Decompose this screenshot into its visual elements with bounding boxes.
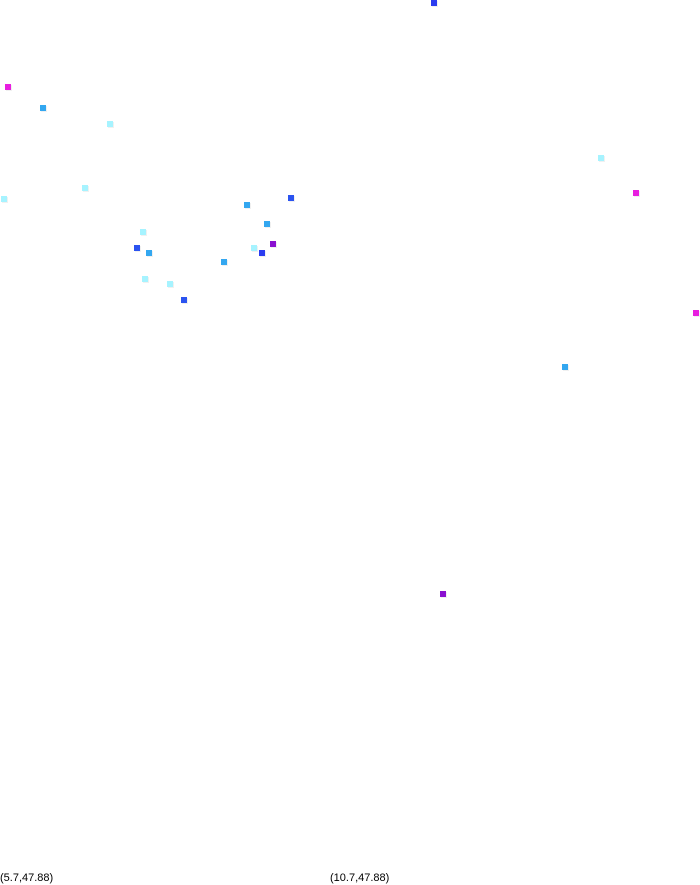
map-marker[interactable] <box>288 195 294 201</box>
map-marker[interactable] <box>40 105 46 111</box>
map-marker[interactable] <box>440 591 446 597</box>
map-marker[interactable] <box>140 229 146 235</box>
map-marker[interactable] <box>181 297 187 303</box>
map-marker[interactable] <box>142 276 148 282</box>
map-marker[interactable] <box>244 202 250 208</box>
map-marker[interactable] <box>146 250 152 256</box>
bottom-right-coordinate-label: (10.7,47.88) <box>330 872 390 884</box>
map-marker[interactable] <box>598 155 604 161</box>
map-marker[interactable] <box>562 364 568 370</box>
map-marker[interactable] <box>270 241 276 247</box>
map-marker[interactable] <box>264 221 270 227</box>
bottom-left-coordinate-label: (5.7,47.88) <box>0 872 54 884</box>
map-marker[interactable] <box>134 245 140 251</box>
map-marker[interactable] <box>259 250 265 256</box>
map-marker[interactable] <box>167 281 173 287</box>
map-marker[interactable] <box>1 196 7 202</box>
map-marker[interactable] <box>82 185 88 191</box>
map-marker[interactable] <box>221 259 227 265</box>
map-marker[interactable] <box>431 0 437 6</box>
map-marker[interactable] <box>693 310 699 316</box>
map-marker[interactable] <box>107 121 113 127</box>
map-marker[interactable] <box>5 84 11 90</box>
map-marker[interactable] <box>633 190 639 196</box>
map-marker[interactable] <box>251 245 257 251</box>
